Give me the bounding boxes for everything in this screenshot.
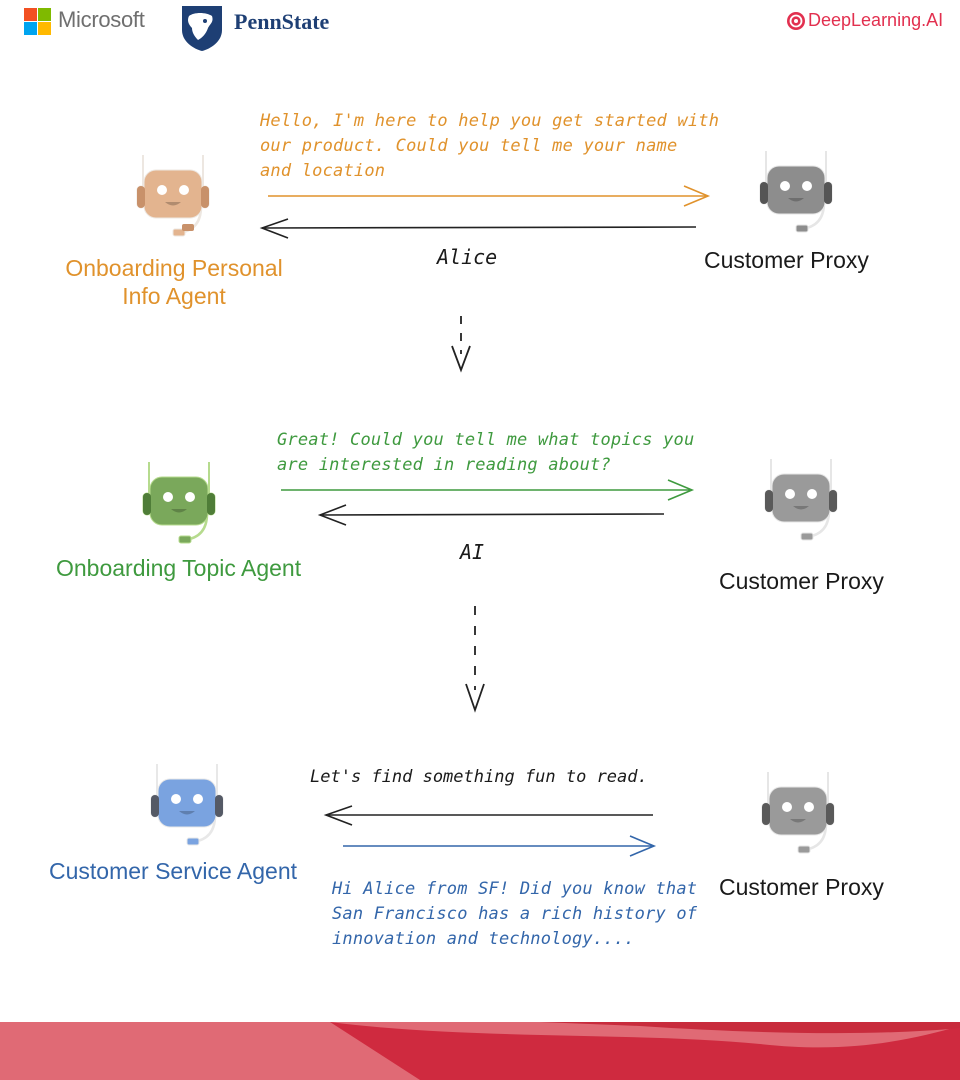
onboarding-topic-agent-label: Onboarding Topic Agent bbox=[56, 555, 302, 581]
customer-proxy-robot-icon bbox=[763, 457, 839, 542]
customer-proxy-robot-icon bbox=[758, 149, 834, 234]
customer-reply: Alice bbox=[437, 245, 498, 269]
customer-proxy-label: Customer Proxy bbox=[704, 247, 869, 273]
customer-service-robot-icon bbox=[149, 762, 225, 847]
transition-arrow-icon bbox=[451, 316, 471, 373]
onboarding-personal-info-robot-icon bbox=[135, 153, 211, 238]
customer-proxy-robot-icon bbox=[760, 770, 836, 855]
customer-service-agent-label: Customer Service Agent bbox=[49, 858, 298, 884]
pennstate-wordmark: PennState bbox=[234, 9, 330, 34]
pennstate-shield bbox=[182, 6, 222, 51]
customer-proxy-label: Customer Proxy bbox=[719, 874, 884, 900]
message-arrow-icon bbox=[281, 479, 695, 501]
transition-arrow-icon bbox=[465, 606, 485, 713]
microsoft-wordmark: Microsoft bbox=[58, 7, 145, 32]
topic-message: Great! Could you tell me what topics you… bbox=[277, 430, 695, 475]
customer-reply: AI bbox=[460, 540, 485, 564]
onboarding-topic-robot-icon bbox=[141, 460, 217, 545]
customer-reply: Let's find something fun to read. bbox=[310, 767, 648, 787]
message-arrow-icon bbox=[268, 185, 711, 207]
deeplearning-logo bbox=[787, 12, 805, 30]
microsoft-logo bbox=[24, 8, 51, 35]
onboarding-personal-info-agent-label: Onboarding Personal Info Agent bbox=[65, 255, 283, 309]
message-arrow-icon bbox=[343, 835, 657, 857]
footer-wave bbox=[0, 1022, 960, 1080]
reply-arrow-icon bbox=[323, 805, 653, 826]
reply-arrow-icon bbox=[259, 218, 697, 239]
customer-service-message: Hi Alice from SF! Did you know that San … bbox=[332, 879, 698, 949]
onboarding-message: Hello, I'm here to help you get started … bbox=[260, 111, 720, 181]
deeplearning-wordmark: DeepLearning.AI bbox=[808, 10, 944, 30]
customer-proxy-label: Customer Proxy bbox=[719, 568, 884, 594]
reply-arrow-icon bbox=[317, 504, 665, 526]
